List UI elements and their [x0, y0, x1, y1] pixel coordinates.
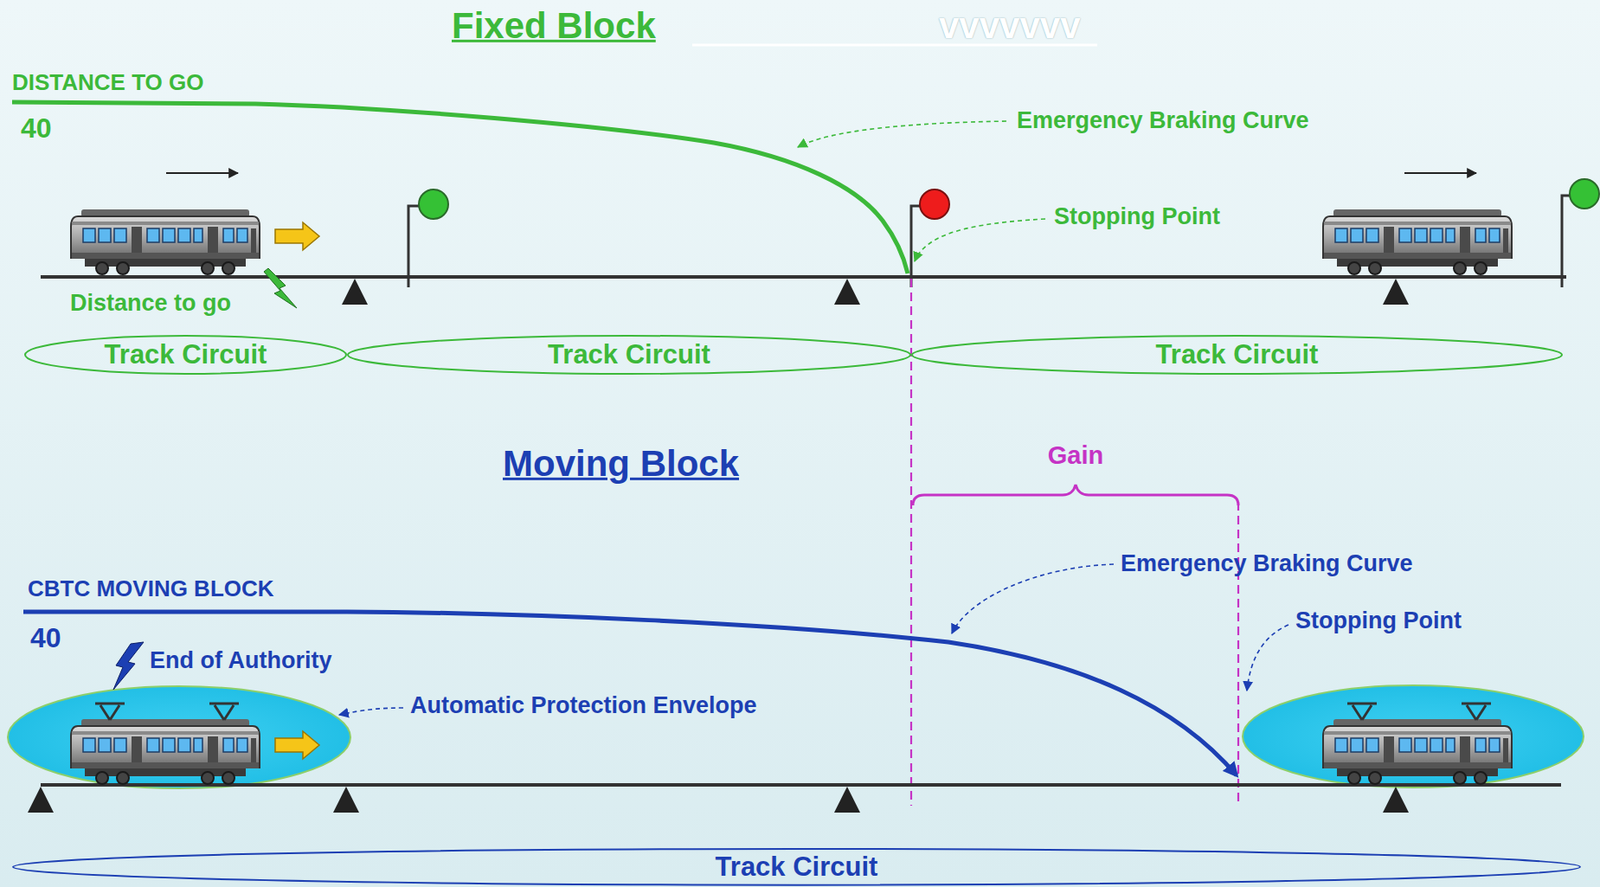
track-circuit-ellipse: Track Circuit: [911, 334, 1563, 375]
direction-block-arrow: [275, 731, 320, 759]
track-sleeper-triangle: [341, 278, 368, 305]
direction-block-arrow: [275, 222, 320, 251]
callout-label: Stopping Point: [1295, 607, 1462, 635]
section-heading: Fixed Block: [451, 5, 656, 47]
watermark: vvvvvvv: [938, 5, 1081, 47]
pantograph: [95, 703, 1491, 720]
signal: [408, 205, 419, 288]
pantograph: [95, 703, 125, 720]
gain-marker: [912, 484, 1239, 506]
protection-envelope: [1242, 685, 1584, 788]
ellipse-outline: [912, 335, 1562, 374]
track-sleeper-triangle: [1382, 278, 1409, 305]
signal: [919, 189, 950, 219]
train: [70, 209, 260, 275]
gain-marker: [910, 278, 913, 806]
leader-line: [797, 121, 1007, 148]
signal: [408, 179, 1600, 288]
train: [1323, 209, 1512, 275]
signal: [418, 189, 449, 219]
gain-marker: [1237, 501, 1240, 806]
signal: [1561, 195, 1570, 288]
curve-title: DISTANCE TO GO: [12, 70, 205, 97]
pantograph: [1347, 703, 1377, 720]
pantograph: [209, 703, 239, 720]
node-label: Track Circuit: [104, 339, 268, 371]
leader-line: [339, 707, 404, 715]
callout-label: Emergency Braking Curve: [1120, 550, 1414, 578]
track-sleeper-triangle: [834, 786, 861, 813]
callout-label: Distance to go: [70, 289, 232, 317]
speed-value: 40: [30, 622, 62, 655]
track-circuit-ellipse: Track Circuit: [24, 334, 347, 375]
radio-bolt: [113, 642, 144, 690]
callout-label: End of Authority: [149, 647, 332, 675]
train: [1323, 719, 1512, 784]
track-rail: [40, 783, 1562, 787]
section-heading: Moving Block: [502, 443, 739, 485]
callout-label: Stopping Point: [1053, 203, 1221, 231]
track-sleeper-triangle: [27, 786, 54, 813]
track-sleeper-triangle: [834, 278, 861, 305]
node-label: Track Circuit: [715, 851, 879, 883]
emergency-braking-curve: [12, 102, 908, 274]
node-label: Track Circuit: [547, 339, 711, 371]
gain-label: Gain: [1047, 441, 1104, 470]
track-circuit-ellipse: Track Circuit: [346, 334, 912, 375]
signal: [1569, 179, 1600, 209]
track-sleeper-triangle: [27, 786, 1409, 813]
callout-label: Automatic Protection Envelope: [410, 692, 758, 720]
track-sleeper-triangle: [341, 278, 1409, 305]
ellipse-outline: [25, 335, 347, 374]
callout-label: Emergency Braking Curve: [1016, 107, 1310, 135]
leader-line: [951, 564, 1114, 634]
ellipse-outline: [12, 848, 1581, 886]
signal-bolt: [263, 268, 297, 309]
leader-line: [914, 218, 1046, 262]
track-sleeper-triangle: [1382, 786, 1409, 813]
node-label: Track Circuit: [1156, 339, 1319, 371]
ellipse-outline: [347, 335, 911, 374]
signal: [911, 205, 920, 288]
direction-arrow: [1404, 172, 1477, 174]
pantograph: [1461, 703, 1491, 720]
track-sleeper-triangle: [333, 786, 360, 813]
curve-title: CBTC MOVING BLOCK: [27, 576, 275, 603]
speed-value: 40: [20, 112, 52, 145]
train: [70, 719, 260, 784]
direction-arrow: [166, 172, 238, 174]
protection-envelope: [7, 686, 351, 789]
leader-line: [1246, 624, 1289, 691]
track-circuit-ellipse: Track Circuit: [12, 848, 1581, 887]
